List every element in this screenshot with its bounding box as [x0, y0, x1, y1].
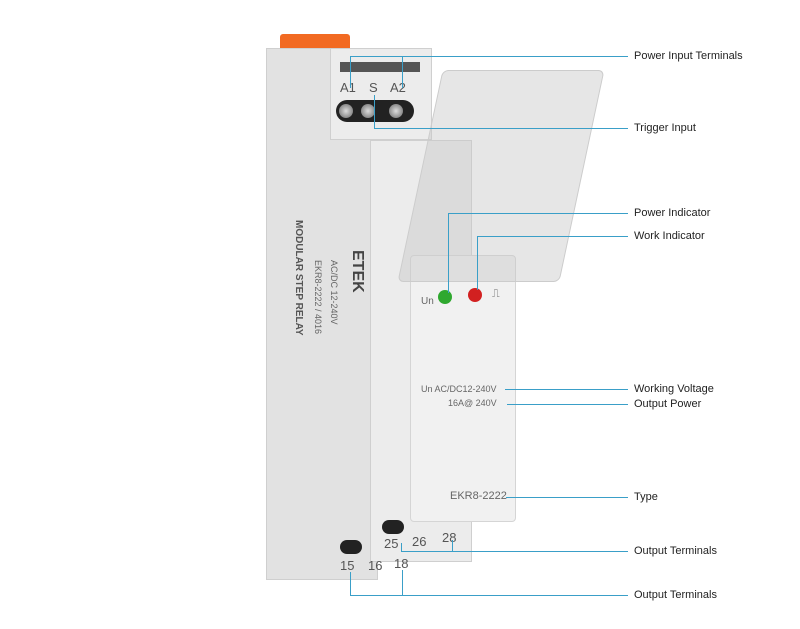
callout-output-power: Output Power	[634, 398, 702, 410]
top-terminal-slot	[340, 62, 420, 72]
callout-leader	[374, 95, 375, 128]
callout-trigger-input: Trigger Input	[634, 122, 696, 134]
callout-line-power-input	[350, 56, 628, 57]
din-latch	[280, 34, 350, 50]
callout-line-output-power	[507, 404, 628, 405]
terminal-a1: A1	[340, 80, 356, 95]
callout-line-output-terminals-2	[350, 595, 628, 596]
screw-a1	[339, 104, 353, 118]
callout-output-terminals-front: Output Terminals	[634, 545, 717, 557]
power-text: 16A@ 240V	[448, 398, 497, 408]
terminal-18: 18	[394, 556, 409, 571]
terminal-26: 26	[412, 534, 427, 549]
callout-work-indicator: Work Indicator	[634, 230, 705, 242]
callout-output-terminals-back: Output Terminals	[634, 589, 717, 601]
callout-line-output-terminals-1	[401, 551, 628, 552]
screw-a2	[389, 104, 403, 118]
screw-s	[361, 104, 375, 118]
callout-leader	[477, 236, 478, 290]
terminal-a2: A2	[390, 80, 406, 95]
front-panel	[410, 255, 516, 522]
indicator-label: Un	[421, 296, 434, 307]
callout-line-trigger	[374, 128, 628, 129]
side-voltage: AC/DC 12-240V	[329, 260, 339, 325]
relay-symbol-icon: ⎍	[492, 288, 500, 300]
callout-line-work-indicator	[477, 236, 628, 237]
callout-line-power-indicator	[448, 213, 628, 214]
callout-line-working-voltage	[505, 389, 628, 390]
callout-leader	[448, 213, 449, 293]
callout-leader	[350, 572, 351, 595]
terminal-15: 15	[340, 558, 355, 573]
terminal-28: 28	[442, 530, 457, 545]
callout-working-voltage: Working Voltage	[634, 383, 714, 395]
model-text: EKR8-2222	[450, 490, 507, 502]
terminal-16: 16	[368, 558, 383, 573]
callout-leader	[402, 56, 403, 88]
power-led	[438, 290, 452, 304]
side-model: EKR8-2222 / 4016	[313, 260, 323, 335]
callout-line-type	[506, 497, 628, 498]
callout-leader	[402, 570, 403, 595]
voltage-text: Un AC/DC12-240V	[421, 384, 497, 394]
side-title: MODULAR STEP RELAY	[293, 220, 304, 336]
side-text: MODULAR STEP RELAY EKR8-2222 / 4016 AC/D…	[292, 200, 382, 430]
callout-leader	[401, 543, 402, 551]
bottom-front-screw	[382, 520, 404, 534]
callout-power-indicator: Power Indicator	[634, 207, 711, 219]
work-led	[468, 288, 482, 302]
terminal-25: 25	[384, 536, 399, 551]
bottom-back-screw	[340, 540, 362, 554]
callout-leader	[452, 540, 453, 551]
brand-logo: ETEK	[349, 250, 366, 293]
callout-leader	[350, 56, 351, 88]
terminal-s: S	[369, 80, 378, 95]
callout-type: Type	[634, 491, 658, 503]
callout-power-input-terminals: Power Input Terminals	[634, 50, 743, 62]
